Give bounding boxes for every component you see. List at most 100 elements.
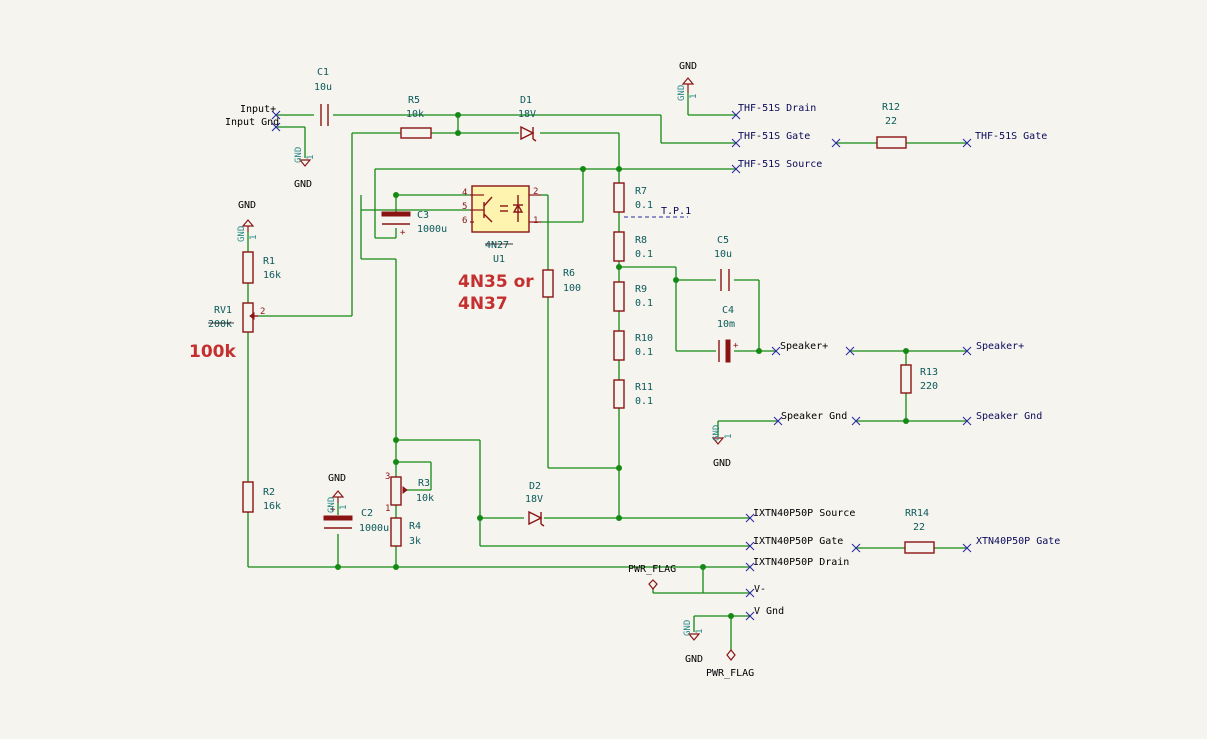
resistor-r10[interactable]: R10 0.1 (613, 330, 653, 361)
capacitor-c5[interactable]: C5 10u (714, 235, 732, 291)
gnd-label-speaker: GND (713, 458, 731, 469)
r1-value: 16k (263, 270, 281, 281)
potentiometer-r3[interactable]: 3 1 R3 10k (385, 472, 434, 514)
resistor-r13[interactable]: R13 220 (900, 364, 938, 394)
net-speaker-gnd-left: Speaker Gnd (781, 411, 847, 422)
zener-diode-d1[interactable]: D1 18V (518, 95, 537, 142)
capacitor-c3[interactable]: + C3 1000u (381, 210, 447, 238)
gnd-symbol-top[interactable]: GND GND 1 (677, 61, 699, 101)
gnd-label-input: GND (294, 179, 312, 190)
c4-ref: C4 (722, 305, 734, 316)
capacitor-c2[interactable]: + C2 1000u (323, 505, 389, 534)
note-optocoupler-alt-2: 4N37 (458, 294, 508, 314)
gnd-symbol-r1[interactable]: GND GND 1 (237, 200, 259, 242)
r3-pin3: 3 (385, 472, 390, 482)
gnd-symbol-c2[interactable]: GND GND 1 (327, 473, 349, 513)
resistor-r2[interactable]: R2 16k (242, 481, 281, 513)
rr14-ref: RR14 (905, 508, 929, 519)
net-thf-gate: THF-51S Gate (738, 131, 810, 142)
gnd-symbol-speaker[interactable]: GND GND 1 (711, 425, 734, 469)
resistor-rr14[interactable]: RR14 22 (904, 508, 935, 554)
u1-pin5: 5 (462, 202, 467, 212)
r3-pin1: 1 (385, 504, 390, 514)
resistor-r7[interactable]: R7 0.1 (613, 182, 653, 213)
junctions (335, 112, 909, 619)
c3-ref: C3 (417, 210, 429, 221)
resistor-r6[interactable]: R6 100 (542, 268, 581, 298)
resistor-r9[interactable]: R9 0.1 (613, 281, 653, 312)
gnd-ref-input: GND (294, 147, 304, 163)
u1-pin2: 2 (533, 187, 538, 197)
gnd-symbol-supply[interactable]: GND GND 1 (683, 620, 705, 665)
r7-ref: R7 (635, 186, 647, 197)
d2-ref: D2 (529, 481, 541, 492)
r7-value: 0.1 (635, 200, 653, 211)
r8-value: 0.1 (635, 249, 653, 260)
r11-value: 0.1 (635, 396, 653, 407)
svg-text:+: + (733, 341, 739, 351)
test-point-tp1[interactable]: T.P.1 (624, 206, 691, 218)
gnd-pin-supply: 1 (695, 629, 705, 634)
resistor-r5[interactable]: R5 10k (400, 95, 432, 139)
capacitor-c4[interactable]: + C4 10m (717, 305, 739, 363)
gnd-label-top: GND (679, 61, 697, 72)
svg-text:+: + (330, 505, 336, 515)
pwr-flag-vgnd[interactable]: PWR_FLAG (706, 649, 754, 679)
c1-ref: C1 (317, 67, 329, 78)
net-speaker-gnd-right: Speaker Gnd (976, 411, 1042, 422)
u1-ref: U1 (493, 254, 505, 265)
note-optocoupler-alt-1: 4N35 or (458, 272, 534, 292)
gnd-ref-r1: GND (237, 226, 247, 242)
net-thf-drain: THF-51S Drain (738, 103, 816, 114)
gnd-pin-r1: 1 (249, 235, 259, 240)
resistor-r4[interactable]: R4 3k (390, 517, 421, 547)
wires (247, 93, 967, 650)
net-input-plus: Input+ (240, 104, 276, 115)
c5-ref: C5 (717, 235, 729, 246)
net-labels: Input+ Input Gnd THF-51S Drain THF-51S G… (225, 103, 1060, 617)
net-speaker-plus-right: Speaker+ (976, 341, 1024, 352)
gnd-ref-supply: GND (683, 620, 693, 636)
c1-value: 10u (314, 82, 332, 93)
optocoupler-u1[interactable]: 4 5 6 2 1 4N27 U1 (462, 185, 541, 265)
d2-value: 18V (525, 494, 543, 505)
pwr-flag-label-2: PWR_FLAG (706, 668, 754, 679)
annotations: 4N35 or 4N37 100k (189, 272, 534, 362)
resistor-r1[interactable]: R1 16k (242, 251, 281, 284)
net-ixtn-drain: IXTN40P50P Drain (753, 557, 849, 568)
capacitor-c1[interactable]: C1 10u (314, 67, 332, 126)
r12-value: 22 (885, 116, 897, 127)
net-v-gnd: V Gnd (754, 606, 784, 617)
rv1-pin2: 2 (260, 307, 265, 317)
net-speaker-plus-left: Speaker+ (780, 341, 828, 352)
zener-diode-d2[interactable]: D2 18V (525, 481, 545, 527)
resistor-r11[interactable]: R11 0.1 (613, 379, 653, 409)
gnd-pin-speaker: 1 (724, 434, 734, 439)
r13-ref: R13 (920, 367, 938, 378)
r6-ref: R6 (563, 268, 575, 279)
r4-ref: R4 (409, 521, 421, 532)
gnd-label-supply: GND (685, 654, 703, 665)
r9-ref: R9 (635, 284, 647, 295)
resistor-r12[interactable]: R12 22 (876, 102, 907, 149)
gnd-ref-c2: GND (327, 497, 337, 513)
r5-value: 10k (406, 109, 424, 120)
resistor-r8[interactable]: R8 0.1 (613, 231, 653, 262)
d1-ref: D1 (520, 95, 532, 106)
tp1-label: T.P.1 (661, 206, 691, 217)
c4-value: 10m (717, 319, 735, 330)
r2-value: 16k (263, 501, 281, 512)
gnd-label-c2: GND (328, 473, 346, 484)
r2-ref: R2 (263, 487, 275, 498)
r10-ref: R10 (635, 333, 653, 344)
gnd-symbol-input[interactable]: GND GND 1 (294, 147, 316, 190)
rv1-ref: RV1 (214, 305, 232, 316)
gnd-pin-c2: 1 (339, 505, 349, 510)
r3-ref: R3 (418, 478, 430, 489)
potentiometer-rv1[interactable]: 2 RV1 200k (208, 302, 265, 333)
gnd-ref-top: GND (677, 85, 687, 101)
pwr-flag-vminus[interactable]: PWR_FLAG (628, 564, 676, 590)
r9-value: 0.1 (635, 298, 653, 309)
r6-value: 100 (563, 283, 581, 294)
